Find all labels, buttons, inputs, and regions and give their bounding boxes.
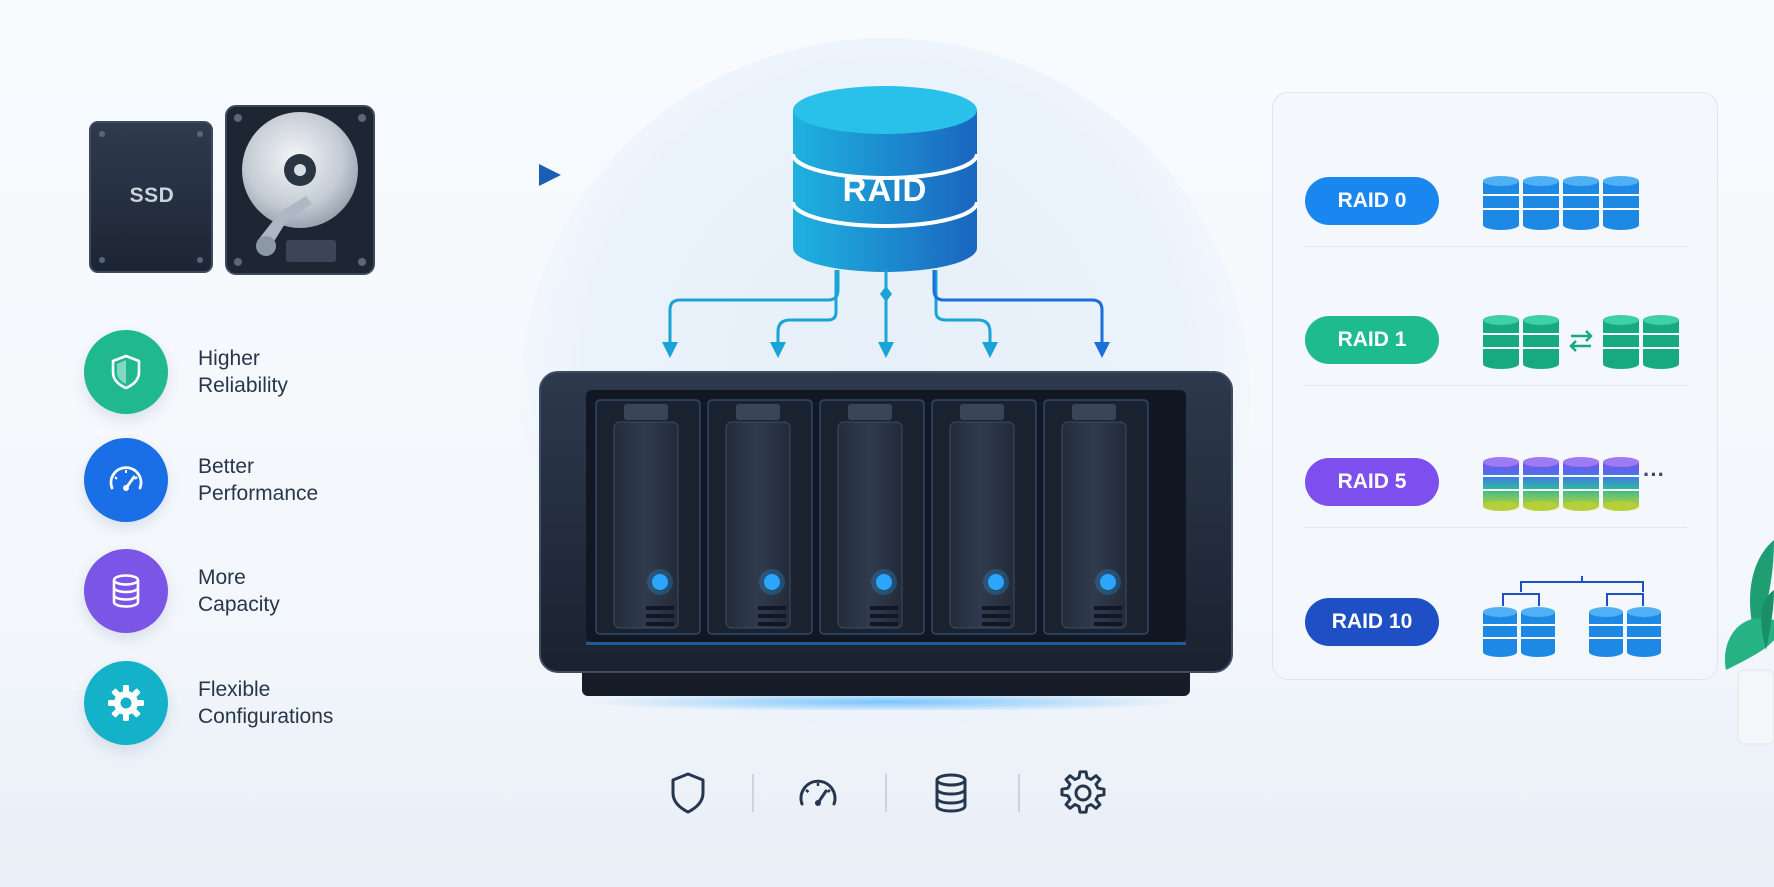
database-icon (935, 773, 967, 813)
feature-reliability: Higher Reliability (84, 330, 404, 414)
icon-separator (885, 774, 887, 812)
feature-label: Better Performance (198, 455, 319, 505)
feature-label: More Capacity (198, 566, 280, 616)
row-divider (1303, 527, 1687, 528)
plant-decoration (1724, 540, 1774, 745)
hdd-drive (225, 105, 375, 275)
ssd-drive (89, 121, 213, 273)
gear-icon (1060, 770, 1106, 814)
shield-icon (671, 772, 705, 814)
mirrored-disks-icon (1483, 315, 1679, 369)
speedometer-icon (799, 779, 837, 806)
raid-level-row: RAID 10 (1273, 558, 1717, 668)
connector-line (932, 270, 1104, 346)
gear-icon (108, 685, 144, 721)
drive-bay (1043, 399, 1149, 635)
feature-performance: Better Performance (84, 438, 404, 522)
more-disks-ellipsis: ··· (1643, 462, 1665, 487)
raid-cylinder (791, 86, 979, 272)
drives-illustration (89, 105, 375, 275)
drive-bay (931, 399, 1037, 635)
striped-disks-icon (1483, 176, 1639, 230)
nas-enclosure (539, 371, 1233, 710)
drive-bay (819, 399, 925, 635)
drive-bay (707, 399, 813, 635)
raid-levels-panel: RAID 0 RAID 1 RAID 5 (1272, 92, 1718, 680)
feature-icon-circle (84, 661, 168, 745)
shield-icon (111, 354, 141, 390)
drive-bay (595, 399, 701, 635)
mirror-arrows-icon (1569, 330, 1593, 352)
feature-icon-circle (84, 438, 168, 522)
raid-0-badge: RAID 0 (1305, 177, 1439, 225)
feature-label: Higher Reliability (198, 347, 288, 397)
connector-line (934, 270, 992, 346)
raid-label: RAID (842, 171, 928, 208)
feature-capacity: More Capacity (84, 549, 404, 633)
ssd-label: SSD (129, 184, 175, 207)
connector-line (668, 270, 840, 346)
feature-icon-circle (84, 330, 168, 414)
raid-connectors (662, 270, 1110, 358)
row-divider (1303, 385, 1687, 386)
feature-configurations: Flexible Configurations (84, 661, 404, 745)
raid-level-row: RAID 5 ··· (1273, 418, 1717, 528)
connector-line (776, 270, 838, 346)
parity-disks-icon (1483, 457, 1639, 511)
drive-bays (595, 399, 1149, 635)
flow-arrow (417, 164, 561, 186)
database-icon (112, 574, 140, 608)
row-divider (1303, 246, 1687, 247)
raid-10-badge: RAID 10 (1305, 598, 1439, 646)
icon-separator (752, 774, 754, 812)
icon-separator (1018, 774, 1020, 812)
raid-level-row: RAID 1 (1273, 276, 1717, 386)
floor-gradient (0, 690, 1774, 887)
mirrored-stripes-icon (1483, 576, 1661, 657)
raid-5-badge: RAID 5 (1305, 458, 1439, 506)
feature-label: Flexible Configurations (198, 678, 334, 728)
speedometer-icon (109, 466, 143, 491)
feature-icon-circle (84, 549, 168, 633)
raid-1-badge: RAID 1 (1305, 316, 1439, 364)
raid-level-row: RAID 0 (1273, 137, 1717, 247)
